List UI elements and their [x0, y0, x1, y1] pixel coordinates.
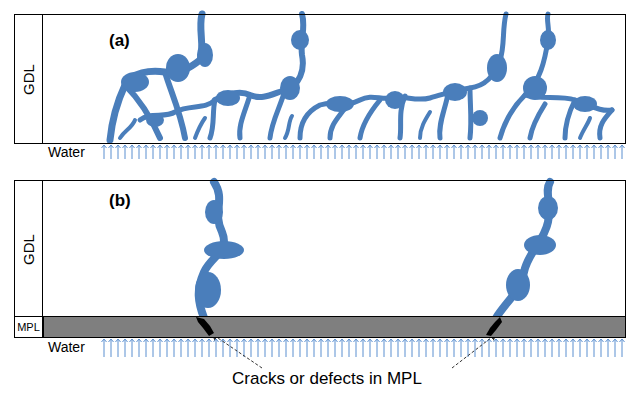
- callout-label: Cracks or defects in MPL: [232, 369, 422, 389]
- layer-name: MPL: [17, 321, 40, 333]
- layer-name: GDL: [20, 64, 37, 95]
- layer-label-box: GDL: [14, 180, 43, 317]
- panel-box: (b) GDL: [14, 180, 626, 317]
- water-blobs: [195, 196, 558, 308]
- leader-line: [212, 334, 496, 368]
- panel-letter: (b): [109, 191, 131, 211]
- water-label: Water: [46, 339, 87, 355]
- water-label: Water: [46, 144, 87, 160]
- layer-name: GDL: [20, 234, 37, 265]
- water-network: [110, 14, 612, 140]
- water-finger: [199, 182, 550, 318]
- panel-letter: (a): [109, 31, 130, 51]
- crack-defect: [196, 317, 502, 336]
- water-blobs: [121, 30, 597, 127]
- panel-box: (a) GDL: [14, 14, 626, 144]
- mpl-layer-band: MPL: [14, 316, 626, 338]
- layer-label-box: GDL: [14, 14, 43, 144]
